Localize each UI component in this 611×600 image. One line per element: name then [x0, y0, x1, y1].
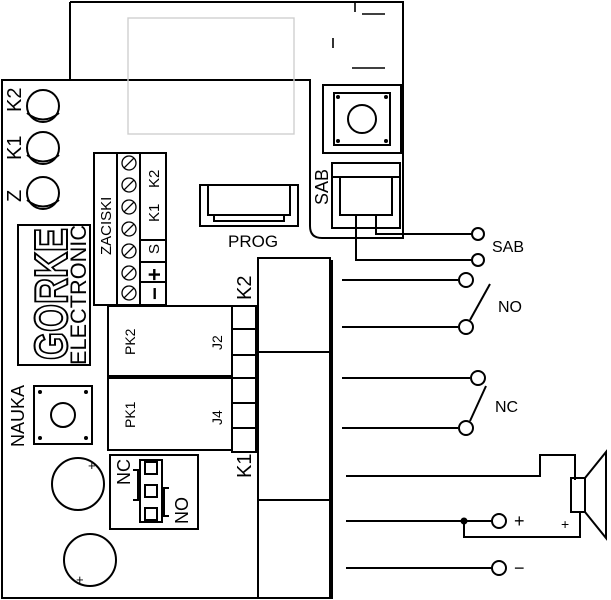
led-z-label: Z	[4, 190, 26, 202]
sab-terminal-1	[471, 227, 485, 241]
capacitor-1-plus: +	[88, 458, 96, 473]
sab-connector	[331, 162, 401, 229]
nauka-button	[33, 385, 93, 445]
speaker-icon	[570, 449, 607, 541]
sab-wire-label: SAB	[492, 239, 524, 256]
terminal-label-k1: K1	[146, 204, 163, 222]
terminal-label-s: S	[146, 244, 163, 254]
speaker-plus-label: +	[561, 516, 569, 532]
sab-terminal-2	[471, 253, 485, 267]
relay-pk1-label: PK1	[122, 401, 138, 428]
relay-pk2-label: PK2	[122, 328, 138, 355]
capacitor-1	[51, 457, 105, 511]
plus-label: +	[514, 511, 525, 531]
relay-k2-label: K2	[234, 276, 256, 300]
speaker-wire-top	[346, 454, 576, 480]
no-jumper-label: NO	[172, 497, 192, 524]
output-terminal	[257, 257, 331, 599]
terminal-label-minus: −	[142, 287, 167, 300]
sab-wire-1	[375, 228, 472, 235]
capacitor-2-plus: +	[76, 572, 84, 587]
capacitor-2	[63, 533, 117, 587]
prog-connector	[199, 184, 299, 227]
led-z	[26, 176, 60, 210]
sab-board-label: SAB	[312, 169, 332, 205]
faint-corner-mark	[332, 2, 385, 69]
no-terminal-top	[458, 272, 474, 288]
faint-silk-outline	[127, 17, 295, 135]
no-terminal-bottom	[458, 319, 474, 335]
nc-terminal-top	[470, 370, 486, 386]
led-k2	[26, 89, 60, 123]
plus-terminal	[491, 513, 507, 529]
led-k2-label: K2	[4, 88, 26, 112]
minus-terminal	[491, 560, 507, 576]
no-label: NO	[498, 299, 522, 316]
relay-contacts-column	[231, 305, 257, 453]
pcb-outline	[1, 1, 404, 599]
terminal-title: ZACISKI	[98, 197, 115, 255]
nc-label: NC	[495, 399, 518, 416]
sab-wire-2	[355, 228, 472, 261]
nc-no-jumper	[109, 454, 199, 530]
nc-jumper-label: NC	[114, 459, 134, 485]
jumper-j2-label: J2	[209, 335, 225, 350]
relay-k1-label: K1	[234, 454, 256, 478]
terminal-label-k2: K2	[146, 170, 163, 188]
nauka-label: NAUKA	[8, 385, 28, 447]
speaker-wire-bottom	[463, 512, 581, 538]
prog-label: PROG	[228, 232, 278, 251]
brand-logo-text: GORKE	[25, 228, 77, 360]
sab-button	[322, 84, 402, 154]
nc-switch-blade	[469, 385, 487, 422]
jumper-j4-label: J4	[209, 410, 225, 425]
no-switch-blade	[469, 283, 491, 321]
plus-junction	[460, 517, 468, 525]
brand-logo-subtext: ELECTRONIC	[66, 225, 91, 365]
nc-terminal-bottom	[458, 420, 474, 436]
terminal-label-plus: +	[142, 268, 167, 281]
led-k1-label: K1	[4, 136, 26, 160]
minus-label: −	[514, 558, 525, 578]
terminal-screws	[121, 155, 137, 301]
brand-logo-box	[17, 224, 91, 366]
led-k1	[26, 131, 60, 165]
